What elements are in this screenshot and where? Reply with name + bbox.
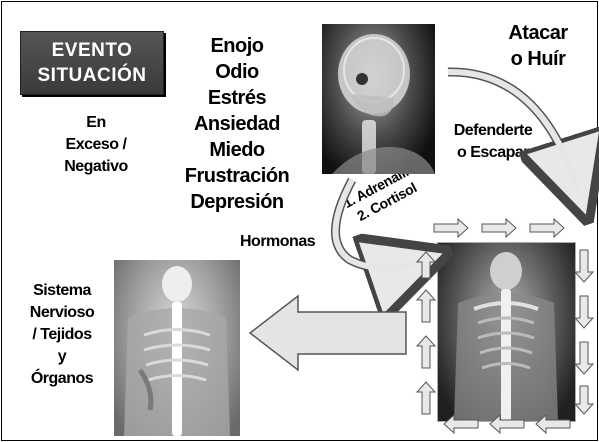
sistema-line: y — [57, 348, 67, 365]
defenderte-o-escapar-label: Defenderte o Escapar — [438, 120, 548, 164]
sistema-nervioso-label: Sistema Nervioso / Tejidos y Órganos — [14, 280, 110, 390]
xray-torso-image — [114, 260, 240, 436]
atacar-line: o Huír — [510, 48, 566, 70]
atacar-line: Atacar — [508, 22, 568, 44]
sistema-line: Nervioso — [29, 304, 95, 321]
emotion-item: Depresión — [190, 191, 284, 213]
emotions-list: Enojo Odio Estrés Ansiedad Miedo Frustra… — [176, 33, 298, 215]
sistema-line: Sistema — [33, 282, 91, 299]
atacar-o-huir-label: Atacar o Huír — [500, 20, 576, 72]
sistema-line: / Tejidos — [32, 326, 92, 343]
xray-skull-image — [322, 24, 435, 174]
emotion-item: Ansiedad — [193, 113, 281, 135]
evento-line1: EVENTO — [51, 40, 133, 61]
evento-line2: SITUACIÓN — [37, 65, 147, 86]
defenderte-line: o Escapar — [457, 144, 529, 161]
emotion-item: Enojo — [210, 35, 264, 57]
cycle-arrows — [415, 217, 595, 435]
emotion-item: Miedo — [209, 139, 265, 161]
emotion-item: Odio — [215, 61, 259, 83]
exceso-line: Negativo — [64, 158, 128, 175]
emotion-item: Estrés — [207, 87, 267, 109]
exceso-negativo-label: En Exceso / Negativo — [44, 112, 148, 178]
sistema-line: Órganos — [30, 370, 94, 387]
evento-situacion-box: EVENTO SITUACIÓN — [20, 31, 164, 95]
emotion-item: Frustración — [184, 165, 290, 187]
defenderte-line: Defenderte — [453, 122, 533, 139]
big-left-arrow — [248, 294, 407, 372]
hormonas-label: Hormonas — [240, 233, 316, 250]
exceso-line: En — [86, 114, 106, 131]
exceso-line: Exceso / — [65, 136, 127, 153]
